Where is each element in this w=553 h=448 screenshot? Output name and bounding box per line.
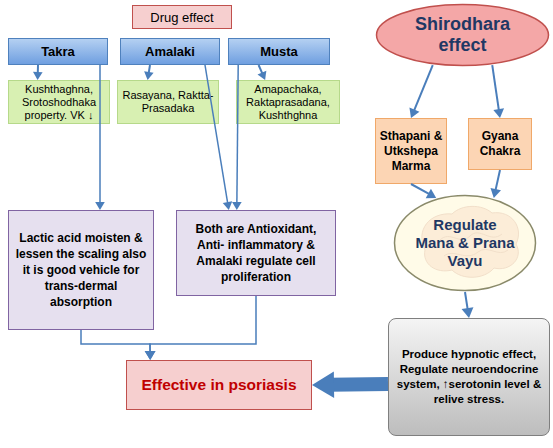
mechanism-box: Lactic acid moisten & lessen the scaling… [8,210,154,330]
node-text: Amalaki [145,44,195,59]
arrow-head [145,351,156,360]
connector-arrow [81,330,155,360]
connector-arrow [411,184,436,198]
marma-box: Gyana Chakra [468,118,532,170]
node-text: Amapachaka, Raktaprasadana, Kushthghna [240,83,336,122]
node-text: Gyana Chakra [472,129,528,159]
connector-line [330,377,388,392]
connector-line [81,330,150,353]
node-text: Shirodhara effect [415,14,510,56]
connector-arrow [312,372,388,398]
connector-arrow [144,65,153,80]
arrow-head [144,71,153,80]
node-text: Effective in psoriasis [141,376,296,394]
connector-arrow [492,65,504,118]
heading-ellipse: Shirodhara effect [375,3,550,67]
connector-line [492,65,499,111]
heading-box: Drug effect [132,5,232,29]
connector-arrow [490,170,501,198]
mechanism-box: Both are Antioxidant, Anti- inflammatory… [176,210,336,296]
node-text: Takra [41,44,75,59]
property-box: Kushthaghna, Srotoshodhaka property. VK … [8,80,110,124]
drug-box: Amalaki [120,38,220,65]
regulate-ellipse: Regulate Mana & Prana Vayu [393,194,537,292]
ellipse-shape [377,5,549,66]
arrow-head [462,307,474,318]
property-box: Amapachaka, Raktaprasadana, Kushthghna [236,80,340,124]
result-box: Effective in psoriasis [126,360,312,410]
effect-box: Produce hypnotic effect, Regulate neuroe… [388,318,550,436]
node-text: Kushthaghna, Srotoshodhaka property. VK … [12,83,106,122]
connector-line [149,65,150,74]
node-text: Drug effect [150,10,213,25]
connector-arrow [409,65,432,118]
arrow-head [426,189,436,198]
connector-line [150,296,256,353]
connector-line [495,170,500,191]
connector-arrow [258,65,267,80]
connector-line [411,184,430,194]
connector-arrow [33,65,43,80]
drug-box: Musta [228,38,330,65]
arrow-head [145,351,156,360]
marma-box: Sthapani & Utkshepa Marma [375,118,447,184]
node-text: Sthapani & Utkshepa Marma [379,129,443,174]
connector-arrow [145,296,256,360]
arrow-head [490,188,501,198]
connector-arrow [462,292,474,318]
arrow-head [223,201,232,210]
node-text: Lactic acid moisten & lessen the scaling… [15,230,147,310]
connector-line [37,65,39,74]
node-text: Musta [260,44,298,59]
arrow-head [312,372,334,398]
drug-box: Takra [8,38,108,65]
arrow-head [232,202,242,210]
arrow-head [95,202,105,210]
node-text: Both are Antioxidant, Anti- inflammatory… [183,221,329,285]
connector-line [414,65,433,111]
ellipse-shape [395,196,536,291]
arrow-head [409,108,419,118]
connector-line [465,292,468,310]
arrow-head [33,72,43,80]
arrow-head [258,71,267,80]
node-text: Rasayana, Raktta-Prasadaka [121,89,215,115]
arrow-head [493,108,504,118]
node-text: Produce hypnotic effect, Regulate neuroe… [395,347,543,407]
property-box: Rasayana, Raktta-Prasadaka [117,80,219,124]
node-text: Regulate Mana & Prana Vayu [413,216,517,270]
connector-line [259,65,263,74]
